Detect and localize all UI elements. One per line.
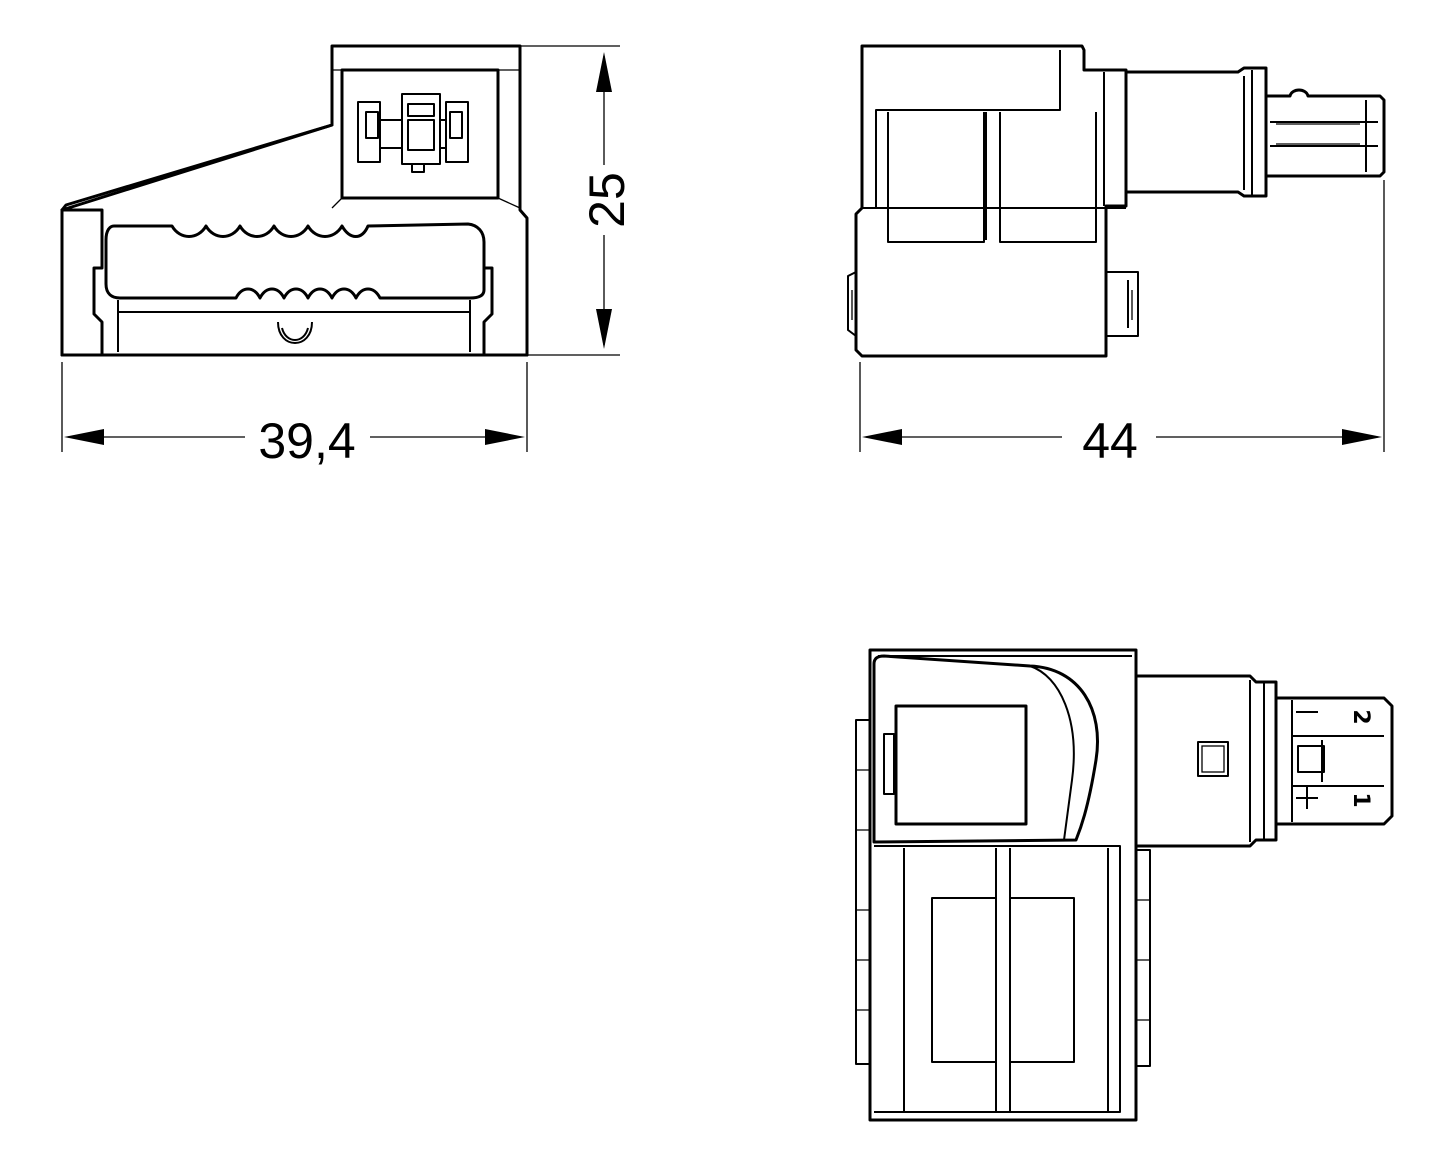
- dim-width-front: 39,4: [258, 413, 355, 469]
- front-view: [60, 44, 529, 357]
- side-view: [847, 44, 1386, 358]
- top-view: [855, 648, 1394, 1122]
- dim-width-side: 44: [1082, 413, 1138, 469]
- socket-contacts: [357, 93, 469, 173]
- pin-labels: 2 1 − +: [1348, 709, 1373, 807]
- dim-height-front: 25: [579, 172, 635, 228]
- side-dimensions: 44: [859, 180, 1385, 469]
- pin-1-label: 1: [1348, 792, 1373, 807]
- pin-2-label: 2: [1348, 709, 1373, 724]
- front-dimensions: 39,4 25: [61, 45, 635, 469]
